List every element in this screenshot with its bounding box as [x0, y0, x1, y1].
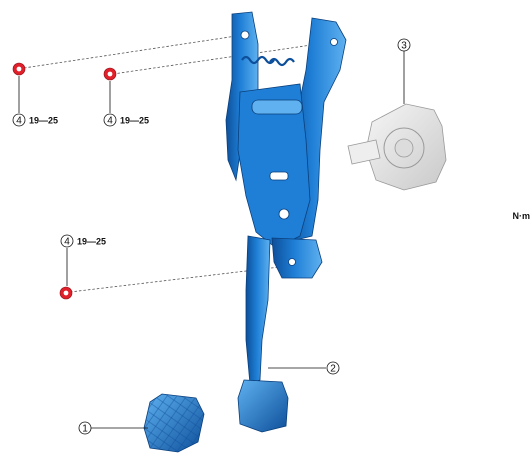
bracket-slot [269, 171, 289, 181]
nut-lower [59, 286, 73, 300]
return-spring-left [241, 55, 275, 65]
leader-lines [18, 51, 405, 429]
callout-2: 2 [326, 361, 340, 375]
callout-3-number: 3 [401, 41, 407, 52]
callout-4a: 4 19—25 [12, 113, 58, 127]
pedal-arm [245, 235, 271, 385]
callout-3-circle [397, 38, 411, 52]
callout-1-circle [78, 421, 92, 435]
bolt-hole-middle [330, 38, 338, 46]
pedal-pad-texture [144, 394, 204, 452]
nuts [12, 62, 117, 300]
callout-4b-torque: 19—25 [120, 116, 149, 126]
callout-4b-number: 4 [107, 116, 113, 127]
nut-upper-left [12, 62, 26, 76]
callout-4a-torque: 19—25 [29, 116, 58, 126]
callout-2-number: 2 [330, 364, 336, 375]
clutch-switch [347, 103, 447, 191]
alignment-line-middle [112, 41, 333, 75]
alignment-line-upper [23, 34, 244, 69]
callout-2-circle [326, 361, 340, 375]
callout-4c-torque: 19—25 [77, 237, 106, 247]
clutch-switch-ring [383, 127, 425, 169]
return-spring-right [269, 57, 295, 67]
callout-4b-circle [103, 113, 117, 127]
callout-3: 3 [397, 38, 411, 52]
clutch-switch-connector [347, 139, 381, 165]
callout-4b: 4 19—25 [103, 113, 149, 127]
bolt-hole-upper [240, 30, 250, 40]
nut-upper-middle [103, 67, 117, 81]
bracket-hole [278, 208, 290, 220]
pedal-foot-plate [237, 379, 289, 433]
torque-unit-label: N·m [513, 211, 531, 221]
bolt-hole-lower [288, 258, 296, 266]
pedal-pad [143, 393, 205, 453]
callout-4c-circle [60, 234, 74, 248]
callout-4a-circle [12, 113, 26, 127]
callout-4a-number: 4 [16, 116, 22, 127]
alignment-lines [23, 34, 333, 293]
callout-4c-number: 4 [64, 237, 70, 248]
alignment-line-lower [69, 265, 289, 293]
clutch-pedal [237, 235, 289, 433]
callout-1: 1 [78, 421, 92, 435]
callout-4c: 4 19—25 [60, 234, 106, 248]
clutch-switch-center [394, 138, 414, 158]
pivot-tube [251, 99, 303, 115]
bracket-lower-tab [271, 237, 323, 279]
pedal-bracket-assembly [225, 11, 347, 279]
callout-1-number: 1 [82, 424, 88, 435]
